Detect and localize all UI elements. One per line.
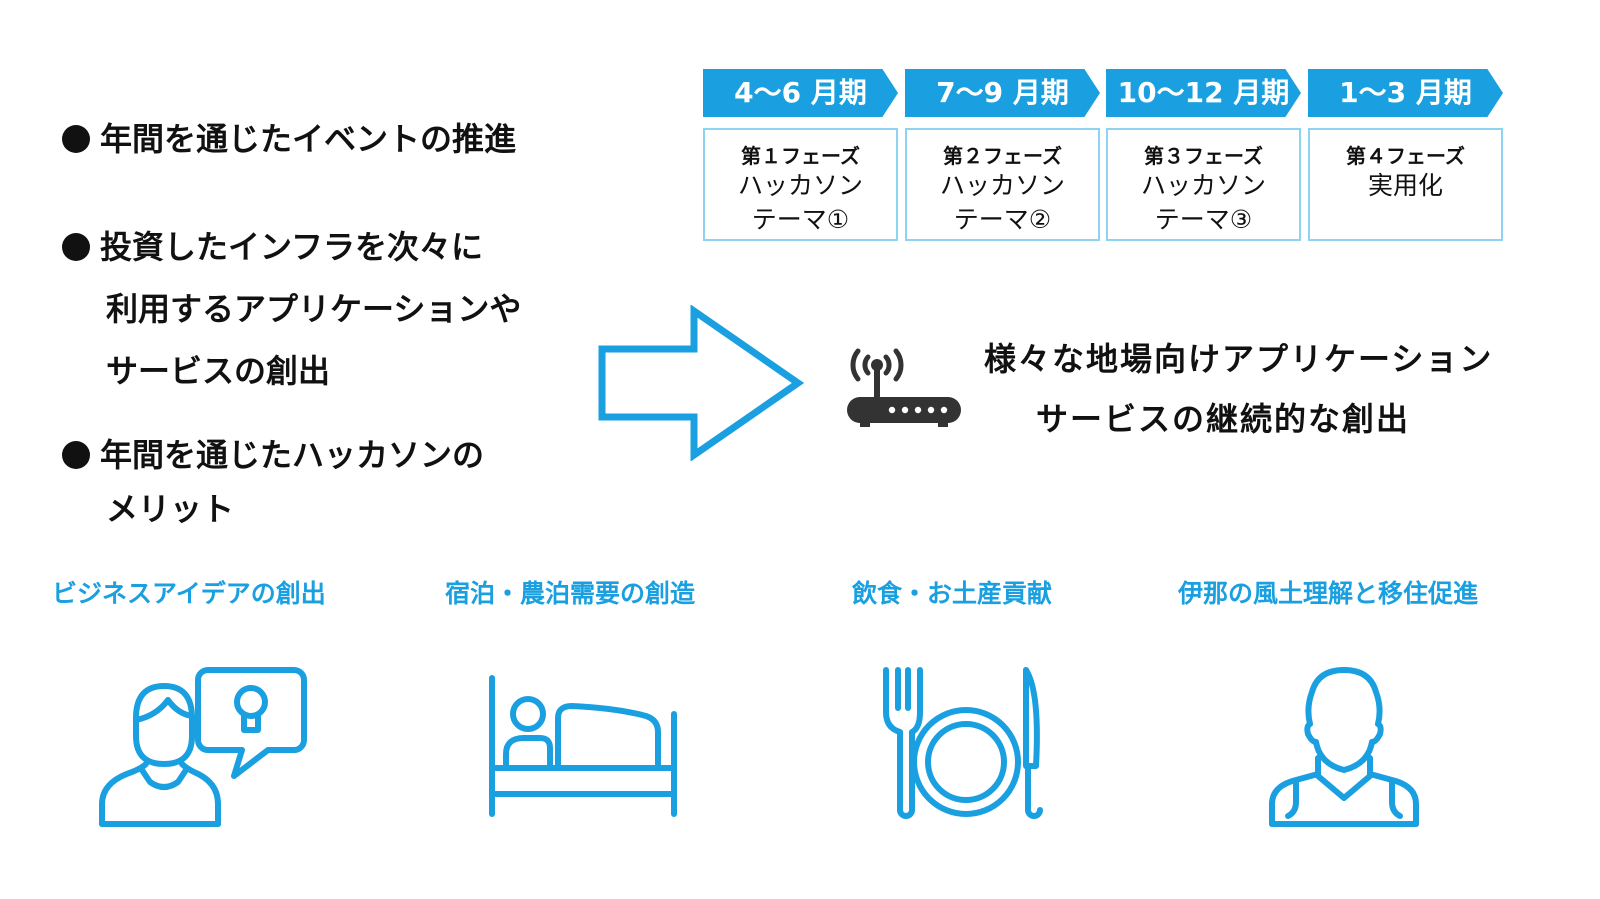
bullet-text-continued: メリット	[106, 490, 235, 528]
benefit-food-souvenir: 飲食・お土産貢献	[852, 579, 1053, 608]
bed-icon	[489, 675, 677, 817]
bullet-event-promotion: 年間を通じたイベントの推進	[62, 114, 516, 160]
phase-title: 第４フェーズ	[1346, 144, 1465, 168]
plate-cutlery-icon	[883, 667, 1043, 819]
phase-title: 第１フェーズ	[741, 144, 860, 168]
bullet-text: 年間を通じたイベントの推進	[100, 120, 517, 158]
wifi-router-icon	[847, 348, 961, 427]
benefit-relocation: 伊那の風土理解と移住促進	[1178, 579, 1479, 608]
phase-line: テーマ①	[751, 205, 850, 234]
period-q2: 7～9 月期	[905, 69, 1100, 117]
slogan-line2: サービスの継続的な創出	[1036, 400, 1411, 438]
slogan-line1: 様々な地場向けアプリケーション	[984, 340, 1494, 378]
phase-line: ハッカソン	[939, 171, 1065, 200]
bullet-text-continued: 利用するアプリケーションや	[106, 290, 522, 328]
phase-line: ハッカソン	[1140, 171, 1266, 200]
benefit-lodging: 宿泊・農泊需要の創造	[445, 579, 696, 608]
bullet-dot	[62, 233, 90, 261]
phase-line: テーマ③	[1154, 205, 1253, 234]
bullet-dot	[62, 441, 90, 469]
bullet-text: 投資したインフラを次々に	[100, 228, 484, 266]
benefit-business-idea: ビジネスアイデアの創出	[52, 579, 326, 608]
bullet-dot	[62, 125, 90, 153]
period-q1: 4～6 月期	[703, 69, 898, 117]
phase-line: 実用化	[1367, 171, 1443, 200]
phase-line: テーマ②	[953, 205, 1052, 234]
bullet-infrastructure: 投資したインフラを次々に	[62, 222, 483, 268]
phase-title: 第２フェーズ	[943, 144, 1062, 168]
resident-icon	[1269, 667, 1419, 827]
person-idea-icon	[99, 667, 307, 827]
bullet-hackathon-merit: 年間を通じたハッカソンの	[62, 430, 484, 476]
phase-box-1: 第１フェーズ ハッカソン テーマ①	[703, 128, 898, 241]
period-q4: 1～3 月期	[1308, 69, 1503, 117]
phase-title: 第３フェーズ	[1144, 144, 1263, 168]
phase-box-2: 第２フェーズ ハッカソン テーマ②	[905, 128, 1100, 241]
phase-box-3: 第３フェーズ ハッカソン テーマ③	[1106, 128, 1301, 241]
period-q3: 10～12 月期	[1106, 69, 1301, 117]
arrow-right-icon	[598, 305, 804, 461]
phase-box-4: 第４フェーズ 実用化	[1308, 128, 1503, 241]
bullet-text-continued: サービスの創出	[106, 352, 331, 390]
bullet-text: 年間を通じたハッカソンの	[100, 436, 485, 474]
phase-line: ハッカソン	[737, 171, 863, 200]
